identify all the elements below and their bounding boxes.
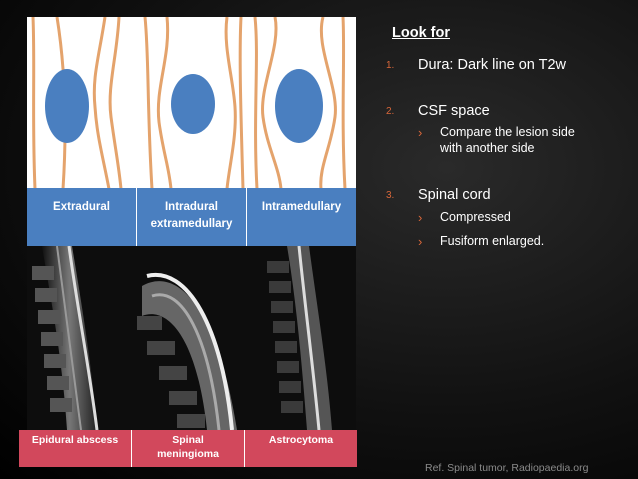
extradural-schematic [31, 17, 123, 189]
mri-spinal-meningioma-image [137, 246, 247, 430]
item-csf-space: CSF space [418, 103, 490, 119]
item-number: 3. [386, 190, 395, 201]
lesion-schematic [31, 17, 347, 189]
label-extradural: Extradural [27, 188, 137, 255]
item-number: 1. [386, 60, 395, 71]
look-for-heading: Look for [392, 25, 450, 41]
mri-image-panel [27, 246, 356, 430]
item-number: 2. [386, 106, 395, 117]
item-dura: Dura: Dark line on T2w [418, 57, 567, 73]
reference-text: Ref. Spinal tumor, Radiopaedia.org [425, 462, 589, 474]
mri-epidural-abscess-image [27, 246, 137, 430]
sub-item-compare: Compare the lesion side with another sid… [440, 125, 575, 155]
intramedullary-schematic [253, 17, 347, 189]
intradural-schematic [143, 17, 245, 189]
label-astrocytoma: Astrocytoma [245, 430, 357, 467]
item-spinal-cord: Spinal cord [418, 187, 491, 203]
label-spinal-meningioma: Spinal meningioma [132, 430, 245, 467]
mri-astrocytoma-image [247, 246, 356, 430]
label-intradural-text: Intradural extramedullary [150, 201, 233, 230]
spinal-lesion-diagram: Extradural Intradural extramedullary Int… [27, 17, 356, 255]
bullet-icon: › [418, 125, 423, 140]
mri-label-row: Epidural abscess Spinal meningioma Astro… [19, 430, 357, 467]
sub-item-fusiform: Fusiform enlarged. [440, 234, 545, 248]
label-epidural-abscess: Epidural abscess [19, 430, 132, 467]
bullet-icon: › [418, 234, 423, 249]
sub-item-compressed: Compressed [440, 210, 511, 224]
diagram-label-row: Extradural Intradural extramedullary Int… [27, 188, 356, 255]
bullet-icon: › [418, 210, 423, 225]
label-intramedullary: Intramedullary [247, 188, 356, 255]
label-intradural-extramedullary: Intradural extramedullary [137, 188, 247, 255]
